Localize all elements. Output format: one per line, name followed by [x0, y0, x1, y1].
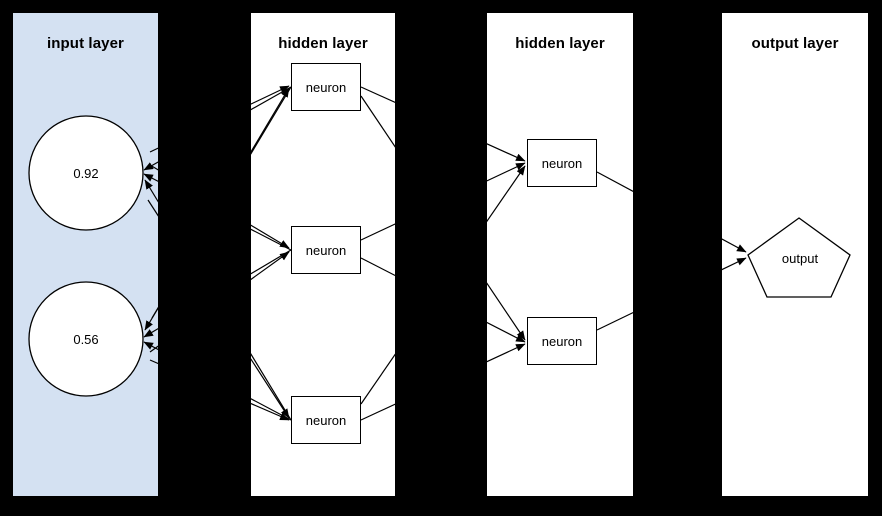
output-node-shape	[747, 217, 851, 298]
input-node-circle-2	[28, 281, 144, 397]
hidden1-neuron-3: neuron	[291, 396, 361, 444]
hidden2-neuron-1: neuron	[527, 139, 597, 187]
layer-title-hidden1: hidden layer	[278, 35, 368, 52]
edges-into-hidden1	[147, 85, 290, 421]
output-pentagon	[747, 217, 851, 298]
hidden2-neuron-2: neuron	[527, 317, 597, 365]
layer-title-output: output layer	[751, 35, 839, 52]
layer-panel-hidden2: hidden layer	[487, 13, 633, 496]
edges-hidden1-to-hidden2	[360, 86, 526, 421]
input-node-circle-1	[28, 115, 144, 231]
hidden1-neuron-1: neuron	[291, 63, 361, 111]
hidden1-neuron-2: neuron	[291, 226, 361, 274]
layer-title-hidden2: hidden layer	[515, 35, 605, 52]
edges-input-to-hidden1	[143, 86, 292, 421]
input-node-shapes	[28, 115, 144, 397]
layer-panel-input: input layer	[13, 13, 158, 496]
edges-hidden2-to-output	[596, 171, 747, 331]
layer-title-input: input layer	[47, 35, 124, 52]
